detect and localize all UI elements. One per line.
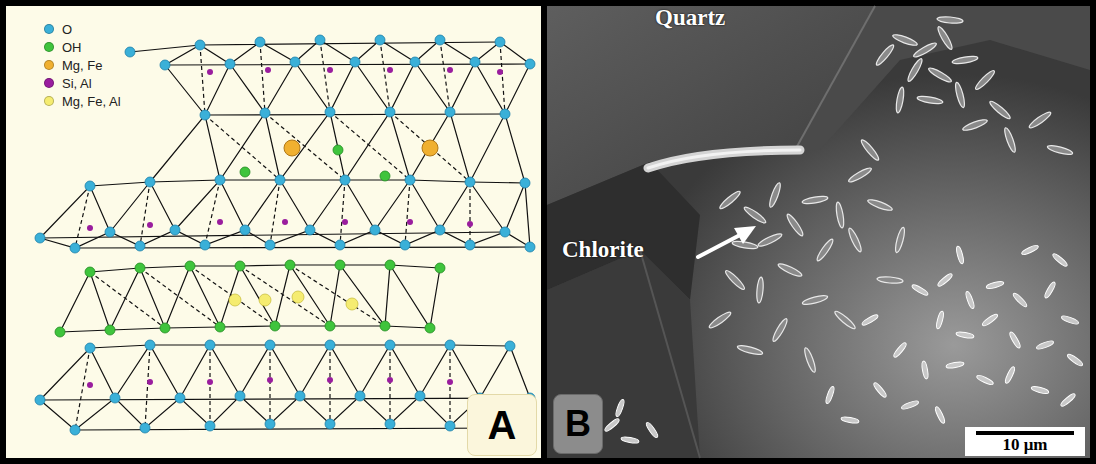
legend-text: OH	[62, 40, 82, 55]
scale-label: 10 μm	[1002, 436, 1047, 453]
panel-letter-box: B	[553, 394, 603, 454]
crystal-structure	[40, 40, 530, 430]
legend-text: O	[62, 22, 72, 37]
legend-row: OH	[44, 38, 121, 56]
legend-row: Mg, Fe	[44, 56, 121, 74]
legend-row: Si, Al	[44, 74, 121, 92]
scale-bar	[976, 431, 1074, 435]
panel-background	[6, 6, 541, 458]
legend-swatch	[44, 60, 54, 70]
legend-text: Si, Al	[62, 76, 92, 91]
legend-swatch	[44, 78, 54, 88]
panel-letter: B	[565, 406, 591, 442]
legend-text: Mg, Fe, Al	[62, 94, 121, 109]
panel-letter-box: A	[467, 394, 537, 456]
atoms	[35, 35, 535, 435]
legend-text: Mg, Fe	[62, 58, 102, 73]
legend-swatch	[44, 96, 54, 106]
panel-divider	[541, 0, 547, 464]
legend-row: Mg, Fe, Al	[44, 92, 121, 110]
mineral-label: Quartz	[655, 6, 725, 29]
legend: O OH Mg, Fe Si, Al Mg, Fe, Al	[44, 20, 121, 110]
scale-bar-box: 10 μm	[965, 427, 1085, 456]
panel-letter: A	[488, 405, 517, 445]
mineral-label: Chlorite	[562, 238, 644, 261]
legend-row: O	[44, 20, 121, 38]
sem-image	[547, 6, 1090, 458]
legend-swatch	[44, 42, 54, 52]
legend-swatch	[44, 24, 54, 34]
